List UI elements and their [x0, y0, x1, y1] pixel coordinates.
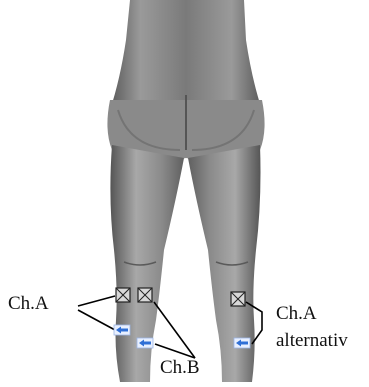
arrow-left-icon: [137, 338, 153, 348]
electrode-ch-a-alternativ: [231, 292, 245, 306]
electrode-ch-a: [116, 288, 130, 302]
line-cha-to-cable-1: [78, 310, 115, 330]
torso: [110, 0, 262, 110]
label-ch-a: Ch.A: [8, 294, 49, 313]
electrode-ch-b: [138, 288, 152, 302]
label-ch-b: Ch.B: [160, 358, 200, 377]
label-ch-a-alternativ-line2: alternativ: [276, 331, 348, 350]
arrow-left-icon: [114, 325, 130, 335]
label-ch-a-alternativ-line1: Ch.A: [276, 304, 317, 323]
arrow-left-icon: [234, 338, 250, 348]
line-chb-to-electrode-2: [154, 302, 195, 358]
line-cha-to-electrode-1: [78, 296, 115, 306]
